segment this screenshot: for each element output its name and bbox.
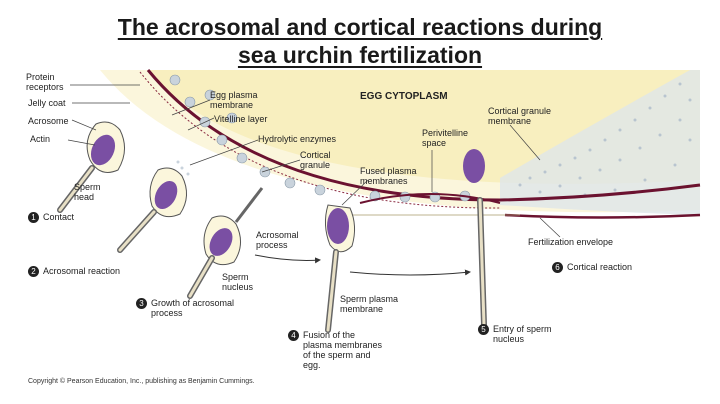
label-sperm-head: Sperm head	[74, 182, 101, 202]
label-protein-receptors: Protein receptors	[26, 72, 64, 92]
step-number: 1	[28, 212, 39, 223]
step-5: 5 Entry of sperm nucleus	[478, 324, 552, 344]
label-fused-plasma-membranes: Fused plasma membranes	[360, 166, 417, 186]
fertilization-envelope	[504, 213, 701, 219]
copyright: Copyright © Pearson Education, Inc., pub…	[28, 378, 255, 385]
step-2: 2 Acrosomal reaction	[28, 266, 120, 277]
label-egg-cytoplasm: EGG CYTOPLASM	[360, 91, 448, 102]
step-text: Fusion of the plasma membranes of the sp…	[303, 330, 383, 370]
label-acrosome: Acrosome	[28, 116, 69, 126]
label-jelly-coat: Jelly coat	[28, 98, 66, 108]
step-number: 5	[478, 324, 489, 335]
step-number: 4	[288, 330, 299, 341]
cortical-reaction-zone	[500, 70, 700, 215]
egg-plasma-membrane	[146, 69, 701, 202]
label-acrosomal-process: Acrosomal process	[256, 230, 299, 250]
vitelline-layer	[139, 71, 501, 209]
step-text: Entry of sperm nucleus	[493, 324, 552, 344]
sperm-4	[324, 204, 356, 333]
step-3: 3 Growth of acrosomal process	[136, 298, 234, 318]
step-number: 2	[28, 266, 39, 277]
step-4: 4 Fusion of the plasma membranes of the …	[288, 330, 382, 370]
sperm-1	[57, 121, 125, 213]
step-6: 6 Cortical reaction	[552, 262, 632, 273]
label-egg-plasma-membrane: Egg plasma membrane	[210, 90, 258, 110]
flow-arrow-2	[349, 269, 471, 276]
label-vitelline-layer: Vitelline layer	[214, 114, 268, 124]
title-line-2: sea urchin fertilization	[237, 42, 483, 68]
cortical-granules	[169, 74, 471, 203]
label-perivitelline-space: Perivitelline space	[422, 128, 469, 148]
step-text: Cortical reaction	[567, 262, 633, 272]
label-actin: Actin	[30, 134, 51, 144]
sperm-5	[463, 149, 487, 328]
label-cortical-granule-membrane: Cortical granule membrane	[488, 106, 552, 126]
sperm-2	[117, 160, 190, 253]
leader-lines	[67, 84, 561, 238]
label-sperm-nucleus: Sperm nucleus	[222, 272, 254, 292]
step-1: 1 Contact	[28, 212, 74, 223]
label-fertilization-envelope: Fertilization envelope	[528, 237, 614, 247]
flow-arrow-1	[254, 254, 321, 264]
label-cortical-granule: Cortical granule	[300, 150, 331, 170]
step-number: 3	[136, 298, 147, 309]
label-sperm-plasma-membrane: Sperm plasma membrane	[340, 294, 399, 314]
sperm-3	[187, 187, 264, 299]
title-line-1: The acrosomal and cortical reactions dur…	[117, 14, 603, 40]
step-number: 6	[552, 262, 563, 273]
step-text: Acrosomal reaction	[43, 266, 121, 276]
step-text: Growth of acrosomal process	[151, 298, 235, 318]
step-text: Contact	[43, 212, 75, 222]
perivitelline-space	[359, 193, 501, 204]
label-hydrolytic-enzymes: Hydrolytic enzymes	[258, 134, 337, 144]
